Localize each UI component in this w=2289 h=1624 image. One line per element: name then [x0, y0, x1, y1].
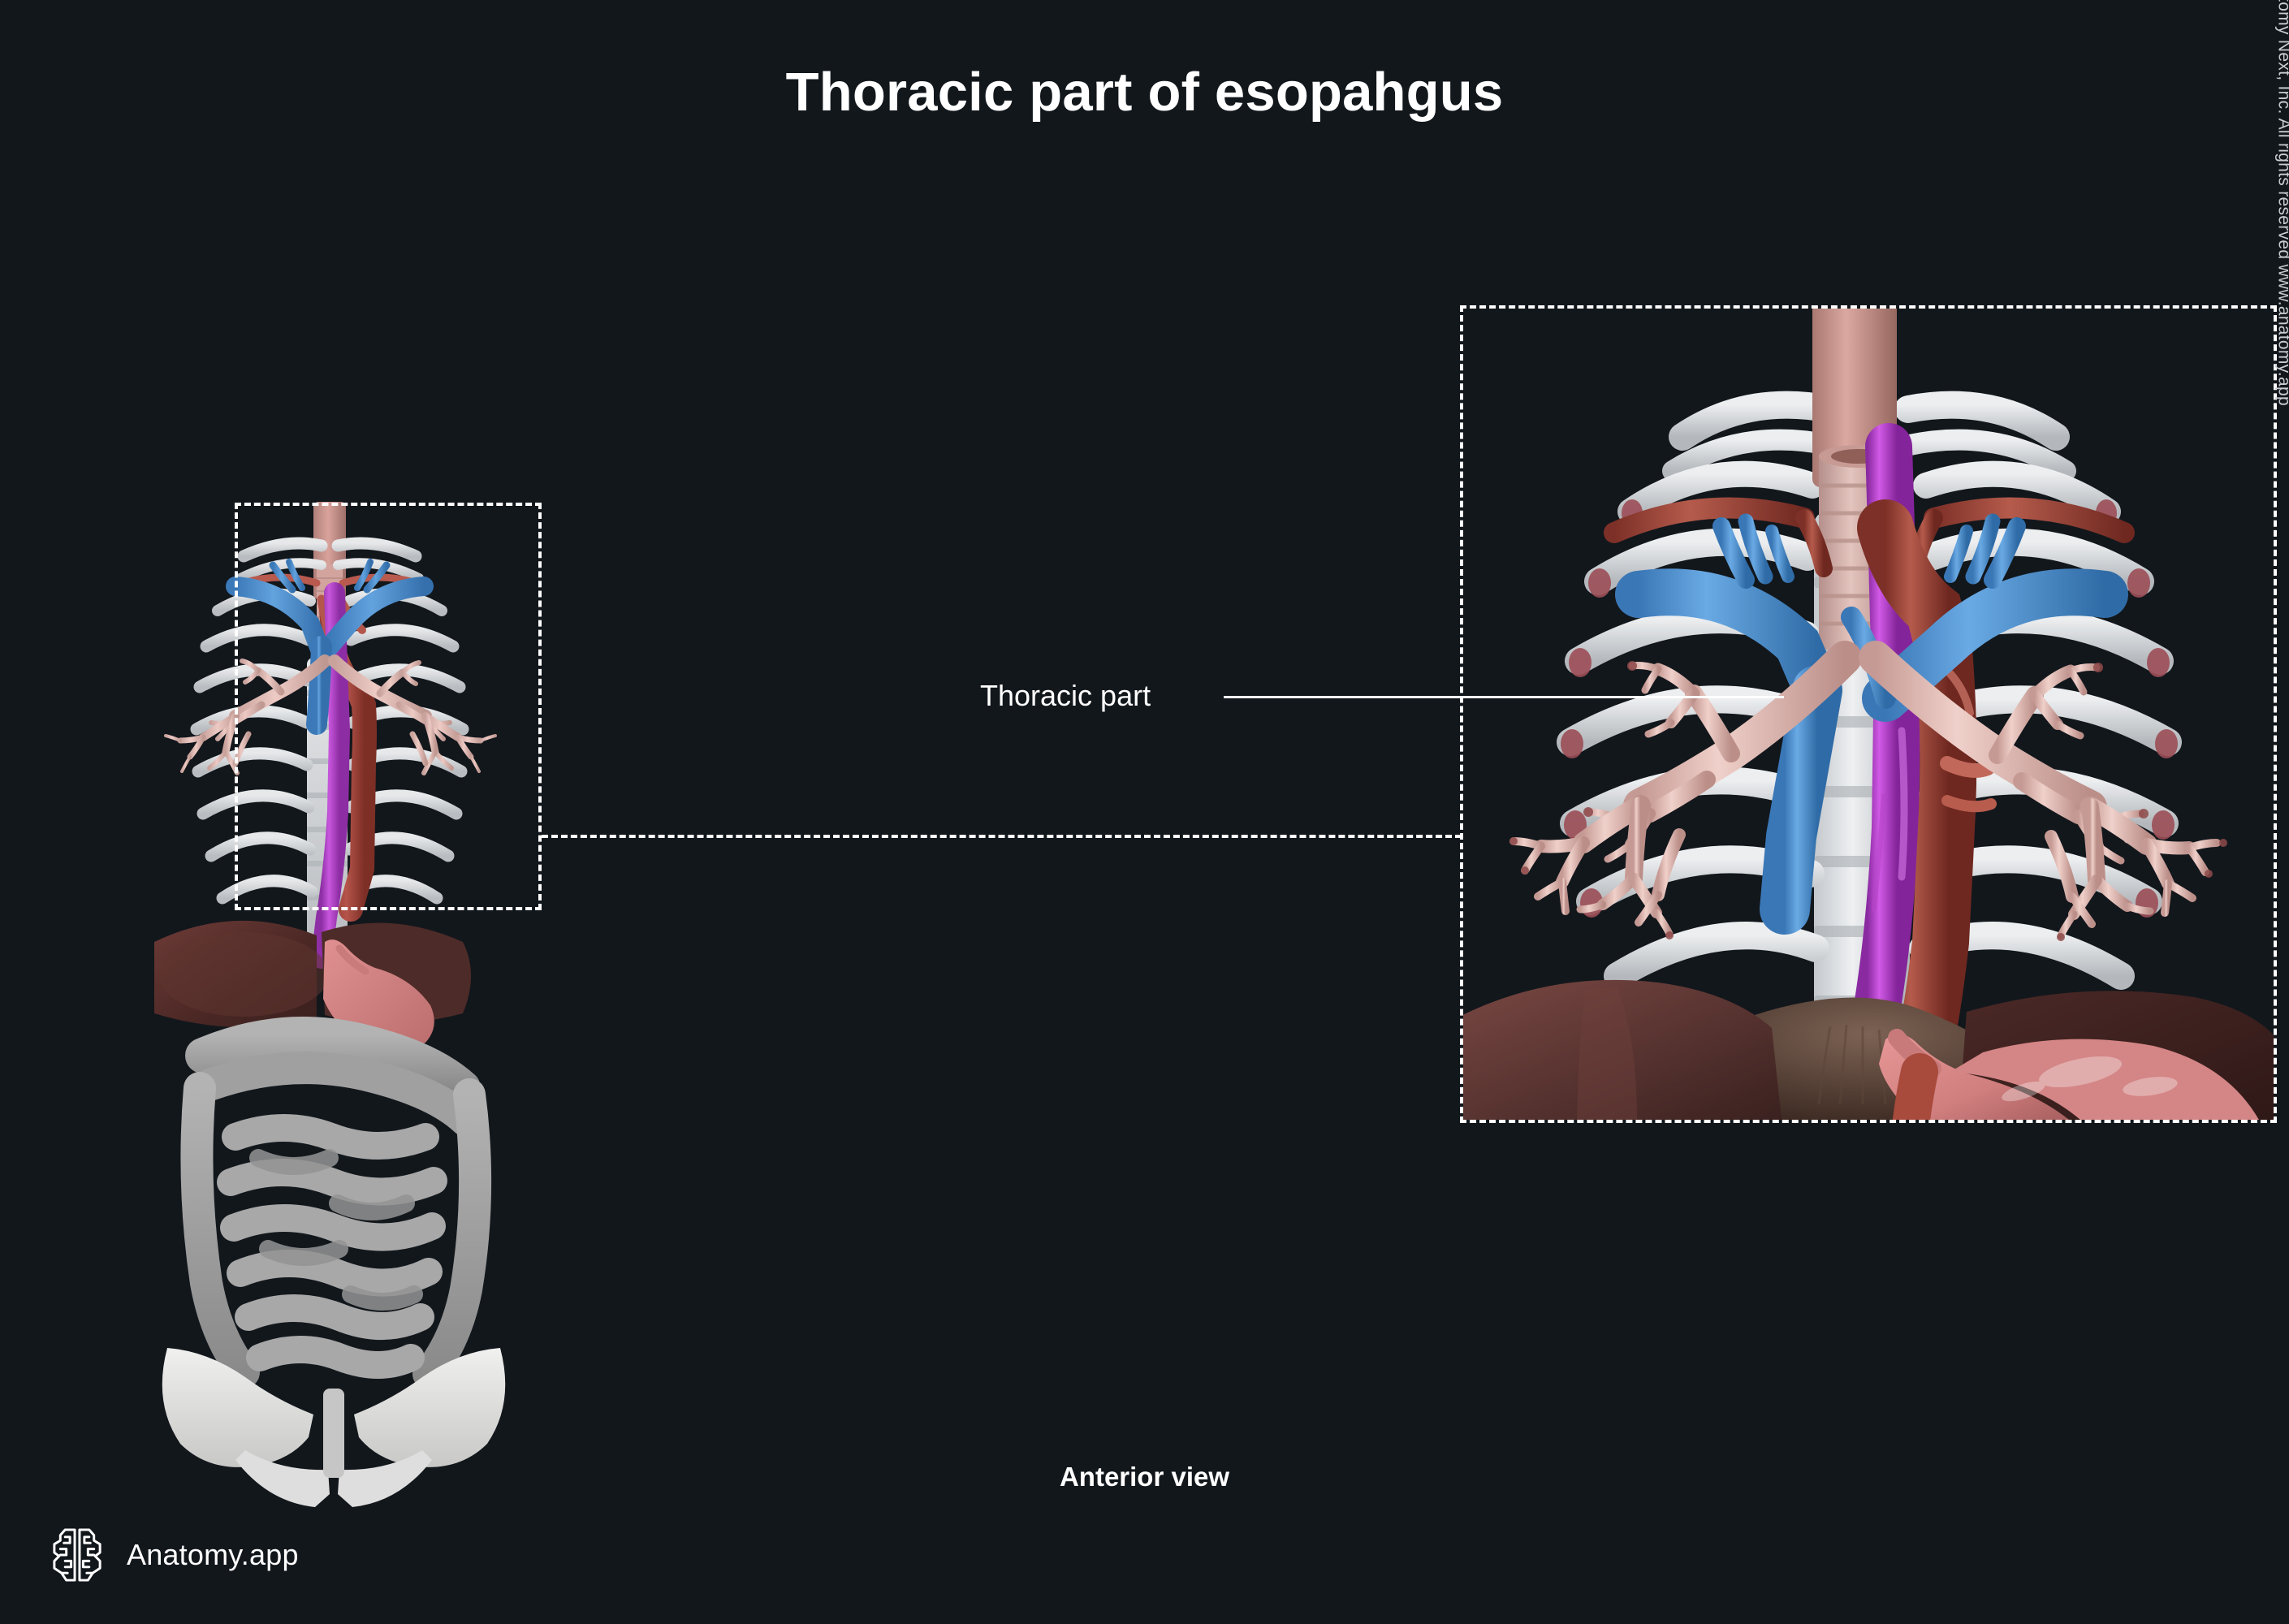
copyright-notice: Copyrights © 2024 Anatomy Next, Inc. All… — [2275, 0, 2289, 406]
brand-logo: Anatomy.app — [47, 1525, 299, 1585]
detail-figure — [1463, 309, 2274, 1120]
subclavian-arteries — [1604, 497, 2135, 577]
crop-to-detail-connector — [542, 835, 1462, 838]
abdominal-aorta — [1893, 1053, 1938, 1120]
view-caption: Anterior view — [1059, 1462, 1230, 1492]
brachiocephalic-veins-and-svc — [226, 559, 434, 735]
brain-logo-icon — [47, 1525, 107, 1585]
overview-figure — [122, 487, 544, 1543]
brand-name: Anatomy.app — [127, 1538, 299, 1571]
overview-anatomy-illustration — [154, 502, 506, 1507]
page-title: Thoracic part of esopahgus — [785, 62, 1504, 123]
callout-label-thoracic-part: Thoracic part — [980, 679, 1151, 712]
callout-leader-line — [1224, 696, 1784, 698]
detail-anatomy-illustration — [1463, 309, 2274, 1120]
abdominal-viscera — [180, 1017, 492, 1390]
bronchial-tree — [164, 654, 497, 775]
pelvis — [162, 1348, 506, 1507]
bronchial-tree — [1509, 641, 2221, 939]
rib-cut-surfaces — [1561, 499, 2178, 918]
bronchus-cut-surfaces — [1509, 661, 2227, 941]
